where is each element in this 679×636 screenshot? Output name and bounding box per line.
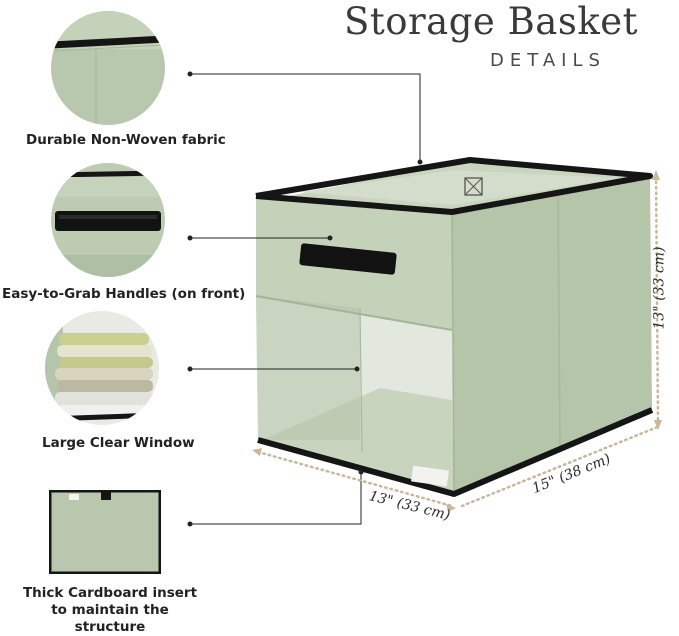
cardboard-detail-image — [49, 490, 161, 574]
fabric-detail-image — [51, 11, 165, 125]
storage-basket-illustration — [187, 71, 662, 527]
page-subtitle: DETAILS — [490, 50, 606, 71]
feature-label-handles: Easy-to-Grab Handles (on front) — [2, 286, 246, 302]
page-title: Storage Basket — [344, 0, 639, 43]
feature-label-window: Large Clear Window — [42, 435, 195, 451]
feature-label-fabric: Durable Non-Woven fabric — [26, 132, 226, 148]
window-detail-image — [45, 311, 159, 425]
handle-detail-image — [51, 163, 165, 277]
dimension-height-label: 13" (33 cm) — [651, 246, 668, 330]
